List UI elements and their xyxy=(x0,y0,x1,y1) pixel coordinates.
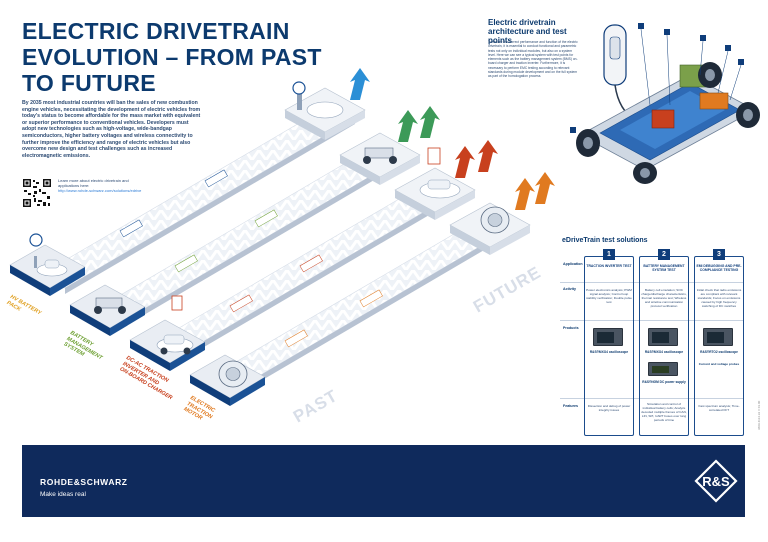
solution-head-3: EMI DEBUGGING AND PRE-COMPLIANCE TESTING xyxy=(696,264,742,273)
architecture-title: Electric drivetrain architecture and tes… xyxy=(488,18,567,45)
future-platform-1 xyxy=(284,68,370,140)
poster-title: ELECTRIC DRIVETRAIN EVOLUTION – FROM PAS… xyxy=(22,18,322,96)
solution-activity-2: Battery cell emulation; SOC charge/disch… xyxy=(641,288,687,308)
solution-product-3b: Current and voltage probes xyxy=(698,362,740,366)
brand-tagline: Make ideas real xyxy=(40,491,86,498)
lane-tags xyxy=(119,169,383,348)
future-platform-2 xyxy=(339,106,440,185)
row-separator xyxy=(560,320,744,321)
svg-text:R&S: R&S xyxy=(702,474,730,489)
platform-inverter xyxy=(129,295,206,371)
document-code: 3609.4114.32 V 01.00 xyxy=(757,400,761,430)
row-label-application: Application xyxy=(563,262,583,266)
solution-number-3: 3 xyxy=(713,249,725,260)
solution-features-2: Simulation and control of individual bat… xyxy=(641,402,687,422)
oscilloscope-icon xyxy=(703,328,733,346)
solution-activity-3: Initial check that radio emissions are c… xyxy=(696,288,742,308)
solution-product-1: R&S®MXO4 oscilloscope xyxy=(589,350,629,354)
qr-caption: Learn more about electric drivetrain and… xyxy=(58,178,148,193)
rohde-schwarz-logo-icon: R&S xyxy=(694,459,738,503)
oscilloscope-icon xyxy=(593,328,623,346)
qr-caption-text: Learn more about electric drivetrain and… xyxy=(58,178,129,188)
evolution-illustration xyxy=(9,68,555,406)
platform-battery xyxy=(9,233,86,296)
row-label-features: Features xyxy=(563,404,578,408)
solution-head-1: TRACTION INVERTER TEST xyxy=(586,264,632,268)
solution-activity-1: Power electronics analysis; PWM signal a… xyxy=(586,288,632,304)
brand-name: ROHDE&SCHWARZ xyxy=(40,477,128,487)
solution-head-2: BATTERY MANAGEMENT SYSTEM TEST xyxy=(643,264,685,273)
qr-code-icon[interactable] xyxy=(22,178,52,208)
oscilloscope-icon xyxy=(648,328,678,346)
solution-product-2b: R&S®NGM DC power supply xyxy=(642,380,686,384)
solution-number-2: 2 xyxy=(658,249,670,260)
solution-features-3: Fast spectrum analysis; Time-correlated … xyxy=(698,404,740,412)
solutions-title: eDriveTrain test solutions xyxy=(562,237,648,244)
platform-motor xyxy=(189,354,266,406)
row-separator xyxy=(560,282,744,283)
car-chassis-illustration xyxy=(570,23,760,184)
future-platform-4 xyxy=(449,172,555,255)
power-supply-icon xyxy=(648,362,678,376)
architecture-text: To ensure the correct performance and fu… xyxy=(488,40,578,79)
intro-text: By 2035 most industrial countries will b… xyxy=(22,100,201,159)
solution-number-1: 1 xyxy=(603,249,615,260)
row-label-activity: Activity xyxy=(563,287,576,291)
qr-link[interactable]: http://www.rohde-schwarz.com/solutions/e… xyxy=(58,188,142,193)
footer-banner: ROHDE&SCHWARZ Make ideas real R&S xyxy=(22,445,745,517)
row-separator xyxy=(560,398,744,399)
future-platform-3 xyxy=(394,140,498,220)
solution-product-2a: R&S®MXO4 oscilloscope xyxy=(644,350,684,354)
solution-product-3a: R&S®RTO2 oscilloscope xyxy=(700,350,738,354)
solution-features-1: Dissection and debug of power integrity … xyxy=(587,404,631,412)
row-label-products: Products xyxy=(563,326,579,330)
platform-bms xyxy=(69,284,146,336)
